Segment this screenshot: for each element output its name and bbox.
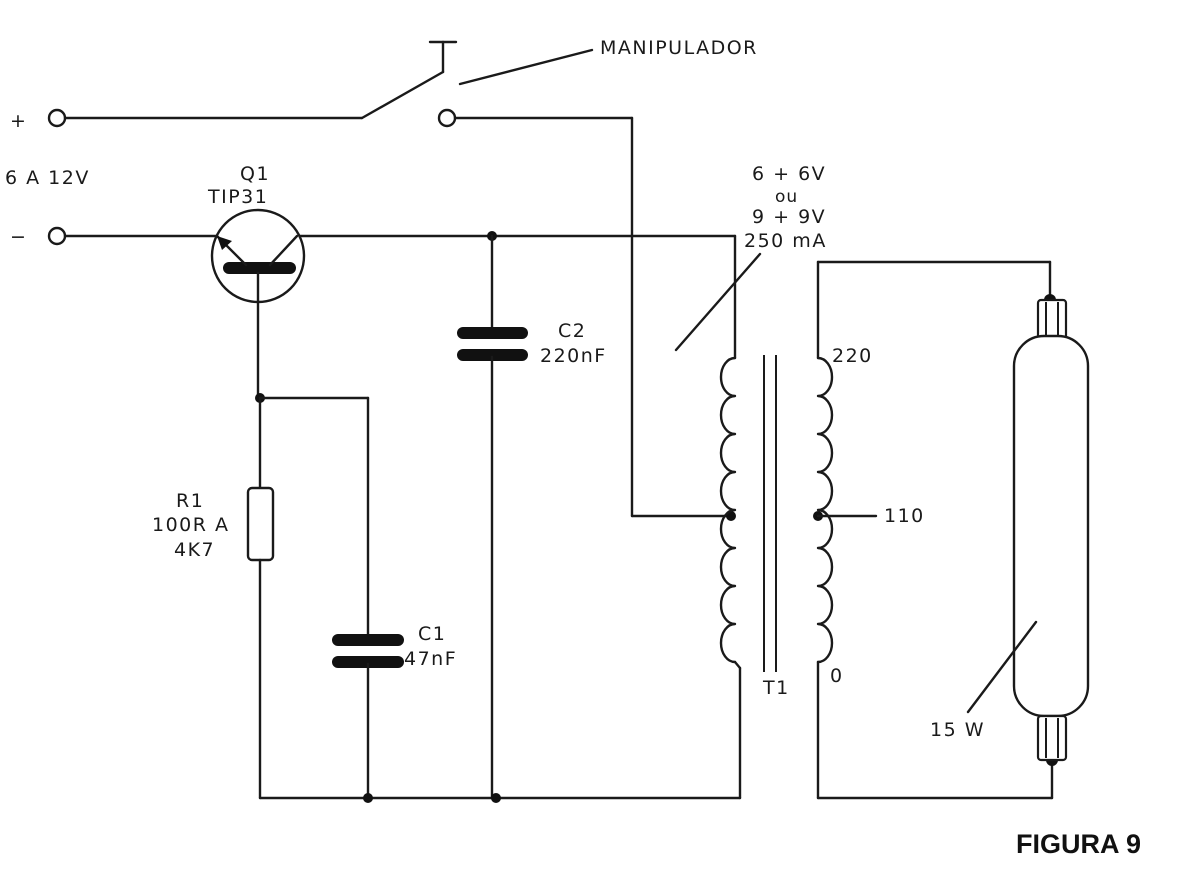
resistor-r1: [246, 486, 275, 562]
lamp-top-cap: [1036, 298, 1068, 342]
transformer-t1: 220 110 0 T1 6 + 6V ou 9 + 9V 250 mA: [674, 163, 925, 699]
lamp-tube: [1012, 334, 1090, 718]
bottom-rail: [258, 666, 742, 803]
capacitor-c2: C2 220nF: [457, 234, 607, 800]
r1-designator: R1: [176, 490, 204, 512]
fluorescent-lamp: 15 W: [930, 298, 1090, 762]
negative-rail: [63, 231, 737, 360]
supply-rating-label: 6 A 12V: [5, 167, 90, 189]
base-network: R1 100R A 4K7 C1 47nF: [152, 393, 457, 800]
r1-value-line2: 4K7: [174, 539, 215, 561]
r1-value-line1: 100R A: [152, 514, 230, 536]
emitter-arrow-icon: [217, 236, 232, 250]
positive-symbol: +: [10, 110, 27, 132]
positive-terminal: [47, 108, 67, 128]
c1-value: 47nF: [404, 648, 457, 670]
c1-designator: C1: [418, 623, 446, 645]
tap-110-label: 110: [884, 505, 925, 527]
t1-rating-line2: ou: [775, 187, 798, 207]
c2-designator: C2: [558, 320, 586, 342]
q1-designator: Q1: [240, 163, 270, 185]
primary-center-wire: [630, 116, 736, 521]
q1-part-number: TIP31: [207, 186, 268, 208]
transistor-collector: [268, 234, 299, 267]
t1-rating-line1: 6 + 6V: [752, 163, 826, 185]
switch-contact: [437, 108, 457, 128]
tap-220-label: 220: [832, 345, 873, 367]
key-switch: MANIPULADOR: [63, 37, 758, 128]
tap-0-label: 0: [830, 665, 844, 687]
primary-winding: [719, 356, 737, 664]
negative-symbol: −: [10, 226, 27, 248]
transistor-q1: Q1 TIP31: [207, 163, 306, 400]
c2-value: 220nF: [540, 345, 607, 367]
t1-rating-line4: 250 mA: [744, 230, 827, 252]
t1-designator: T1: [762, 677, 790, 699]
negative-terminal: [47, 226, 67, 246]
secondary-winding: [816, 356, 834, 664]
lamp-power-label: 15 W: [930, 719, 985, 741]
supply-terminals: + 6 A 12V −: [5, 108, 90, 248]
switch-label: MANIPULADOR: [600, 37, 758, 59]
lamp-wiring: [816, 260, 1058, 800]
lamp-bottom-cap: [1036, 714, 1068, 762]
figure-caption: FIGURA 9: [1016, 829, 1141, 859]
t1-rating-line3: 9 + 9V: [752, 206, 826, 228]
